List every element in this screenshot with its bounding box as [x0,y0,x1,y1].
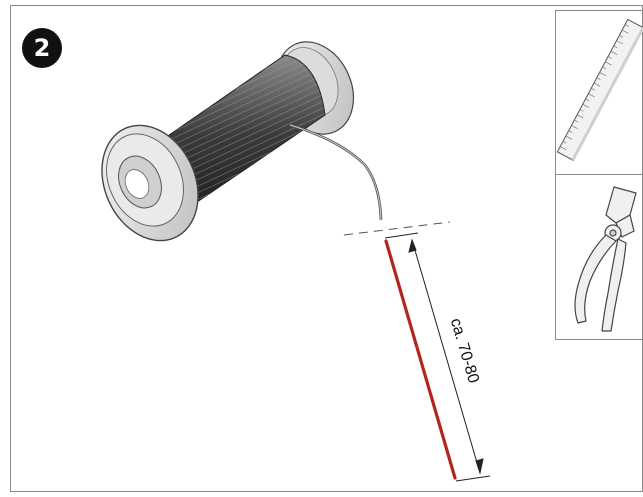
tool-ruler-panel [555,10,643,175]
ruler-icon [556,18,643,162]
cut-wire-piece [384,239,457,480]
tool-pliers-panel [555,174,643,340]
step-number: 2 [33,34,51,62]
length-label: ca. 70-80 [447,316,482,385]
cut-mark-line [343,221,451,236]
wire-spool-icon [101,41,383,242]
step-number-badge: 2 [22,28,62,68]
pliers-icon [574,186,637,332]
length-dimension [384,232,491,482]
